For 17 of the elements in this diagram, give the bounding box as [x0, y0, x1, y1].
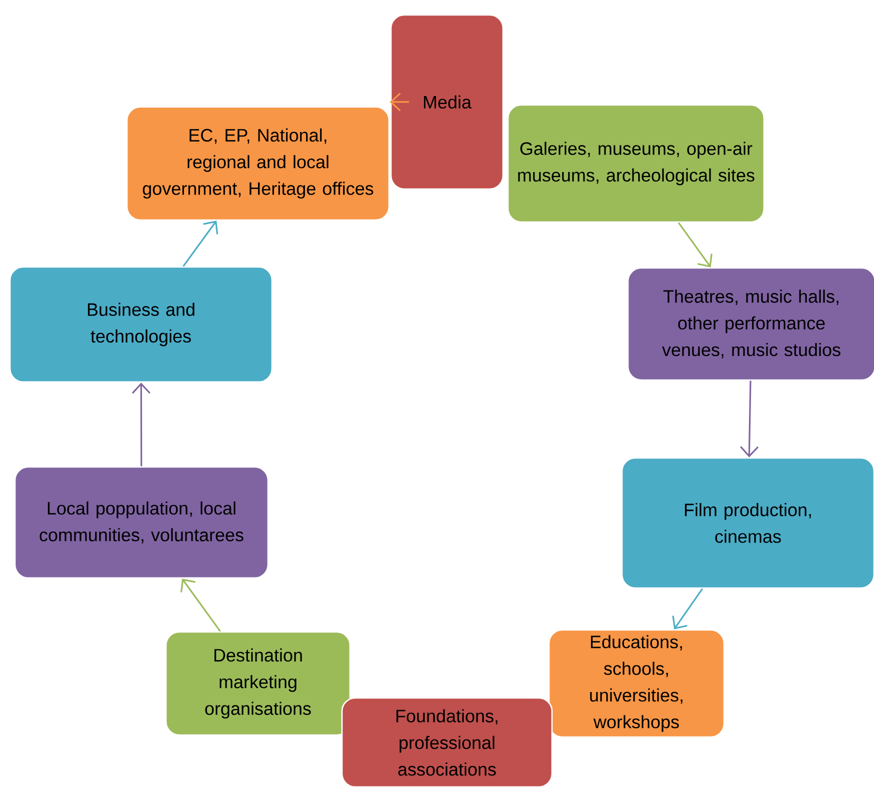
rounded-box: Educations, schools, universities, workshops: [548, 629, 725, 738]
rounded-box: Destination marketing organisations: [165, 631, 351, 736]
rounded-box: EC, EP, National, regional and local government, Heritage offices: [126, 106, 390, 221]
rounded-box: Film production, cinemas: [621, 457, 874, 589]
arrow: [180, 578, 221, 632]
arrow: [678, 222, 712, 268]
arrow: [132, 382, 150, 466]
rounded-box: Media: [390, 14, 504, 190]
rounded-box: Business and technologies: [9, 266, 273, 383]
arrow: [390, 92, 409, 112]
arrow: [672, 588, 704, 630]
arrow: [740, 380, 759, 458]
rounded-box: Galeries, museums, open-air museums, archeological sites: [507, 104, 765, 223]
rounded-box: Theatres, music halls, other performance venues, music studios: [627, 267, 874, 381]
rounded-box: Local poppulation, local communities, voluntarees: [14, 466, 269, 579]
rounded-box: Foundations, professional associations: [341, 697, 553, 787]
arrow: [182, 220, 218, 267]
